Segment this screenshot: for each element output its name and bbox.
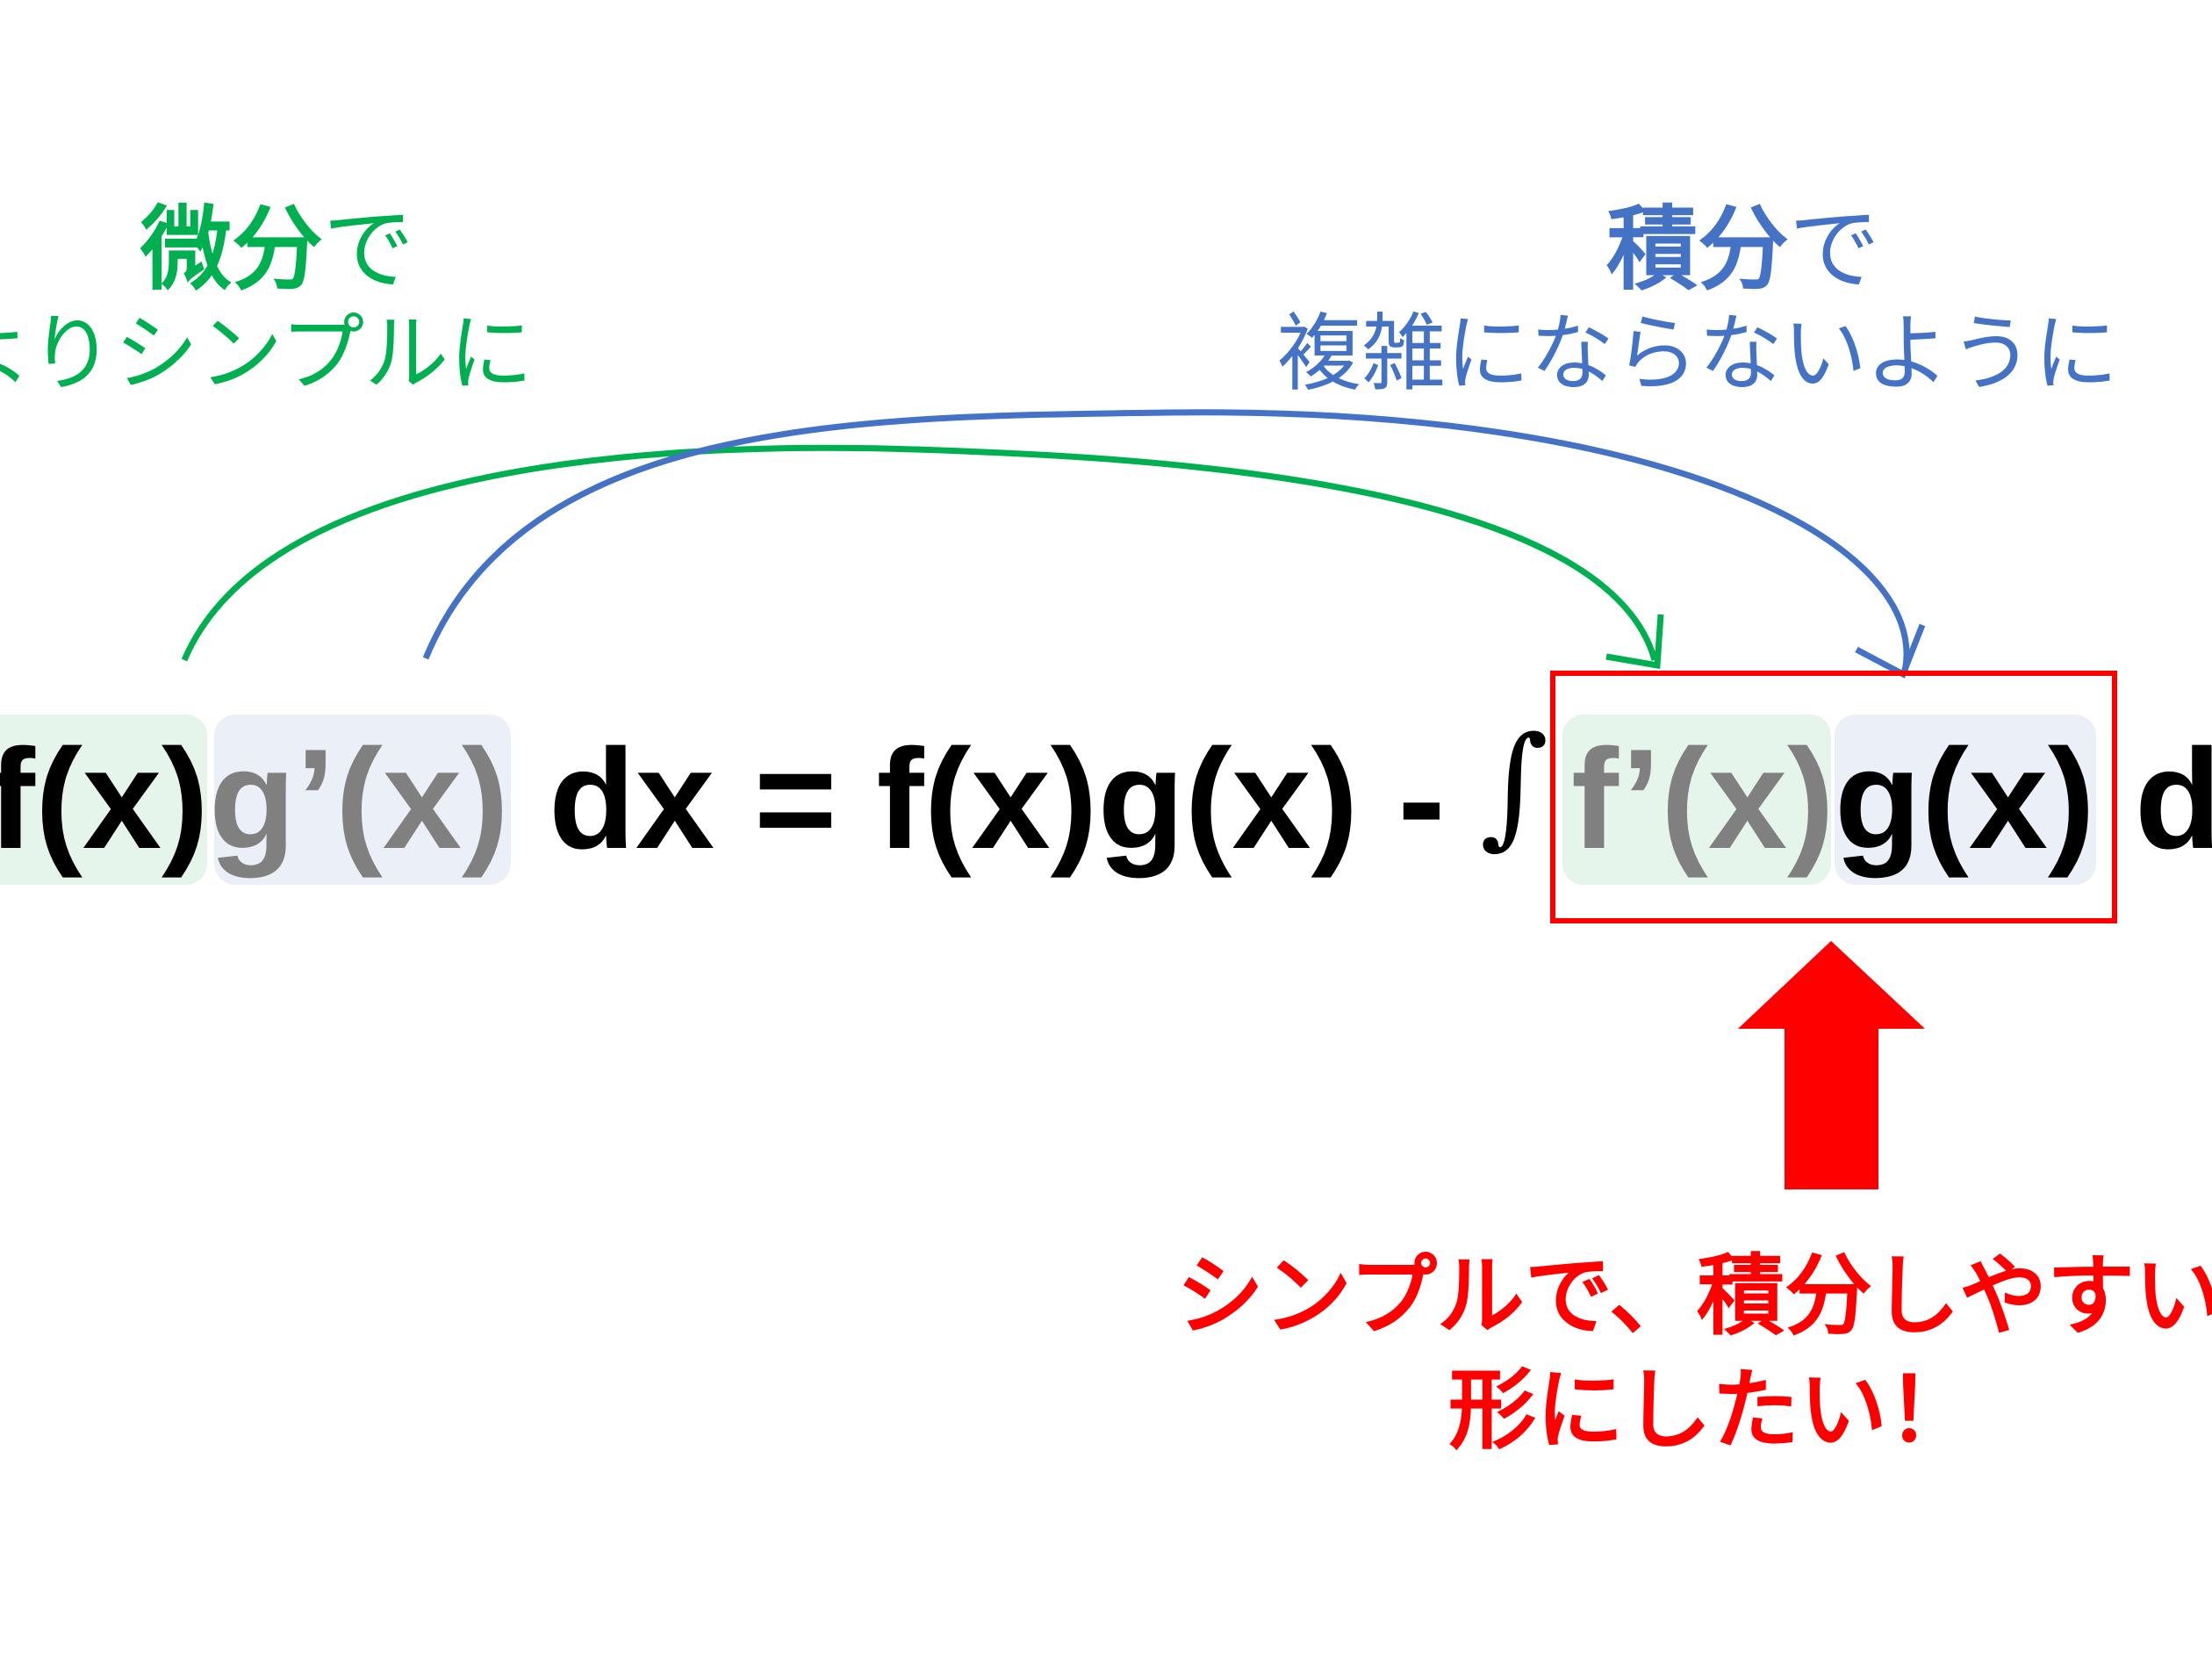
blue-arrowhead [1855,623,1926,679]
differentiate-suffix: で [323,196,415,303]
integrate-suffix: で [1789,196,1881,303]
integration-by-parts-formula: f(x)g’(x) dx = f(x)g(x) - [0,729,1445,871]
formula-lhs-gprime: g’(x) [208,720,509,879]
integrate-strong: 積分 [1606,196,1790,303]
formula-rhs-dx: dx [2134,720,2212,879]
formula-rhs: f’(x)g(x) dx [1571,729,2212,871]
formula-rhs-g: g(x) [1834,720,2095,879]
red-up-arrow [1738,941,1925,1189]
green-arrowhead [1605,614,1664,670]
differentiate-heading: 微分で [140,204,414,295]
formula-lhs-f: f(x) [0,720,209,879]
formula-rhs-fprime: f’(x) [1571,720,1835,879]
highlight-red-box [1550,671,2117,923]
callout-line1: シンプルで、積分しやすい [1176,1245,2212,1347]
formula-integral-sign: ∫ [1480,709,1549,862]
highlight-f-left [0,715,207,885]
callout-line2: 形にしたい！ [1448,1359,1975,1462]
blue-arc-arrow [422,409,1910,672]
green-arc-arrow [181,444,1658,662]
differentiate-strong: 微分 [140,196,324,303]
integrate-heading: 積分で [1606,204,1880,295]
integrate-subtext: 複雑にならないように [1277,305,2119,403]
highlight-fprime-right [1562,715,1831,885]
differentiate-subtext: よりシンプルに [0,305,534,403]
highlight-gprime-left [214,715,511,885]
highlight-g-right [1835,715,2096,885]
formula-lhs-dx: dx = f(x)g(x) - [508,720,1446,879]
